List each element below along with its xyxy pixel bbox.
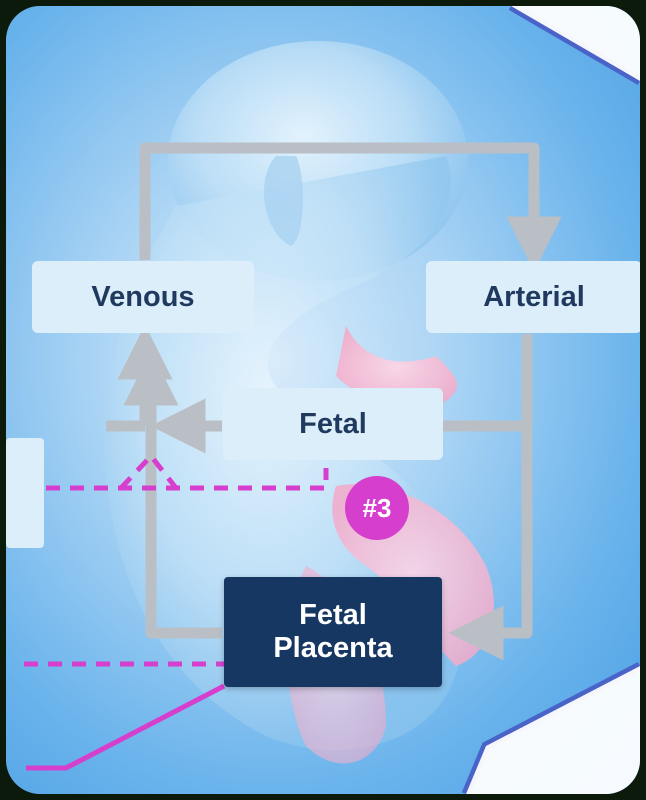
step-badge: #3 [345, 476, 409, 540]
node-arterial-label: Arterial [483, 281, 585, 314]
node-fetal-label: Fetal [299, 408, 367, 441]
node-arterial: Arterial [426, 261, 640, 333]
hexagon-outline [466, 6, 640, 794]
node-fetal-placenta-line2: Placenta [273, 632, 392, 665]
node-venous: Venous [32, 261, 254, 333]
node-fetal-placenta: Fetal Placenta [224, 577, 442, 687]
partial-box-left [6, 438, 44, 548]
diagram-frame: Venous Arterial Fetal Fetal Placenta #3 [6, 6, 640, 794]
node-venous-label: Venous [91, 281, 194, 314]
node-fetal-placenta-line1: Fetal [299, 599, 367, 632]
node-fetal: Fetal [223, 388, 443, 460]
step-badge-label: #3 [363, 493, 392, 524]
